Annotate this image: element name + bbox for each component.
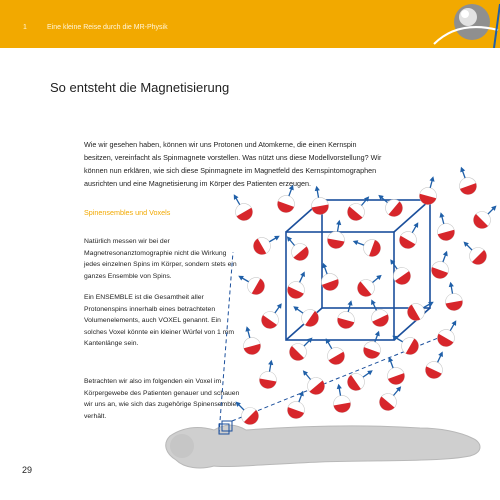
spin-magnet [399, 222, 419, 249]
spin-magnet [473, 205, 497, 229]
spin-magnet [407, 301, 434, 321]
spin-magnet [347, 196, 370, 221]
spin-magnet [327, 219, 345, 249]
voxel-cube [285, 199, 431, 341]
spin-magnet [379, 386, 402, 411]
chapter-number: 1 [23, 24, 27, 31]
intro-paragraph: Wie wir gesehen haben, können wir uns Pr… [84, 140, 382, 188]
spin-magnet [261, 303, 282, 329]
spin-magnet [363, 330, 381, 359]
spin-magnet [293, 306, 319, 327]
spin-magnet [289, 337, 313, 361]
spin-magnet [437, 212, 455, 241]
chapter-header-bar [0, 0, 500, 48]
spin-magnet [253, 235, 280, 255]
spin-magnet [259, 359, 277, 389]
spin-magnet [321, 262, 339, 291]
patient-silhouette [165, 424, 481, 469]
spin-magnet [287, 390, 305, 419]
spin-magnet [357, 274, 382, 297]
spin-magnet [371, 299, 389, 327]
spin-magnet [233, 194, 253, 221]
spin-magnet [425, 351, 443, 379]
spin-magnet [287, 271, 305, 299]
voxel-marker [218, 420, 233, 435]
spin-magnet [378, 194, 403, 217]
spin-magnet [463, 241, 487, 265]
spin-magnet [390, 259, 411, 285]
spin-magnet [333, 383, 351, 413]
body-paragraph-patient: Betrachten wir also im folgenden ein Vox… [84, 378, 240, 420]
zoom-lines [218, 251, 439, 435]
spin-magnet [286, 236, 309, 261]
body-paragraph-voxel: Ein ENSEMBLE ist die Gesamtheit aller Pr… [84, 294, 234, 347]
page-title: So entsteht die Magnetisierung [50, 80, 230, 95]
spin-magnet [302, 370, 325, 395]
spin-logo-icon [433, 3, 500, 48]
spin-magnet [445, 281, 463, 311]
spin-magnet [459, 166, 477, 195]
spin-magnet [419, 176, 437, 205]
spin-magnet [347, 370, 373, 391]
spin-magnet [437, 320, 457, 347]
spin-magnet [387, 356, 405, 385]
spin-magnet [392, 335, 419, 355]
spin-magnet [337, 300, 355, 329]
section-heading: Spinensembles und Voxels [84, 208, 171, 217]
chapter-title: Eine kleine Reise durch die MR-Physik [47, 24, 168, 31]
spin-magnets [233, 166, 497, 425]
spin-magnet [431, 250, 449, 279]
page-number: 29 [22, 465, 33, 475]
spin-magnet [352, 239, 381, 257]
body-paragraph-ensemble: Natürlich messen wir bei der Magnetreson… [84, 238, 237, 280]
spin-magnet [325, 338, 345, 365]
